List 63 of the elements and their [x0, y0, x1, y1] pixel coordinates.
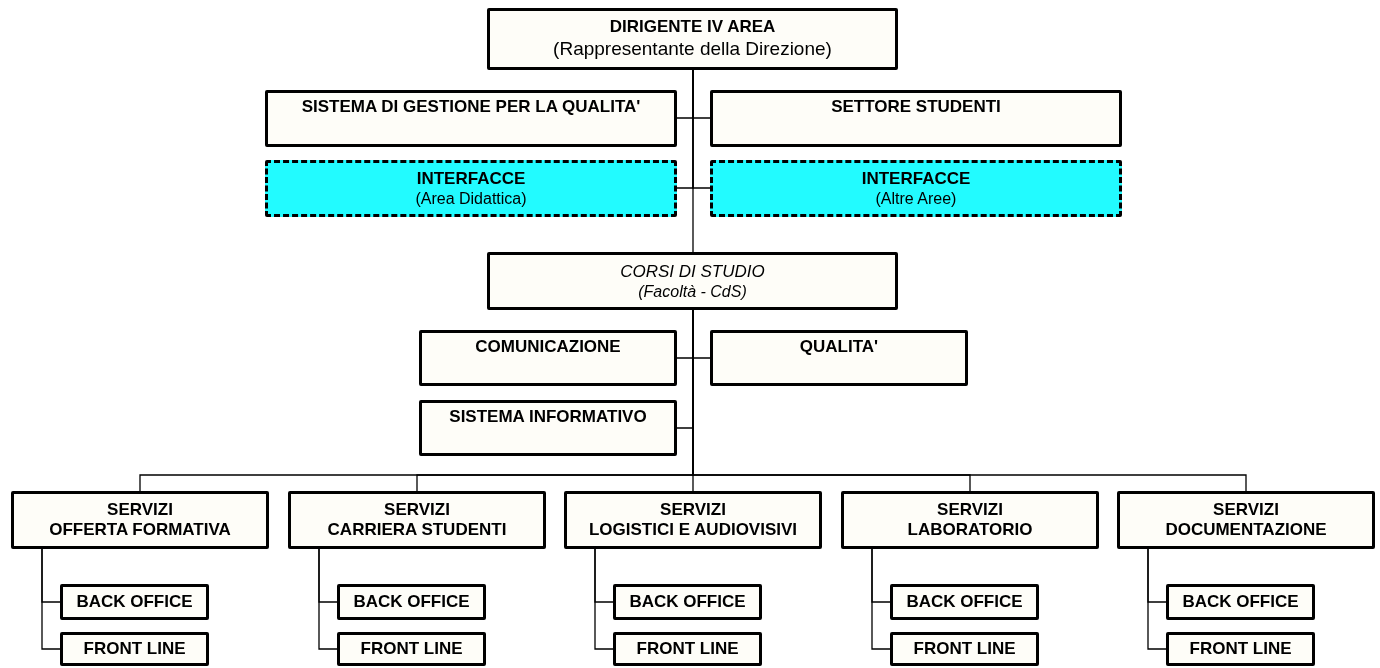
org-box — [890, 584, 1039, 620]
box-title: COMUNICAZIONE — [474, 337, 622, 357]
box-title: DIRIGENTE IV AREA — [608, 17, 777, 37]
org-box — [487, 252, 898, 310]
connector-line — [318, 548, 338, 650]
org-box — [1166, 632, 1315, 666]
connector-line — [41, 548, 61, 650]
org-box — [613, 632, 762, 666]
box-title: SETTORE STUDENTI — [830, 97, 1002, 117]
box-title: SISTEMA DI GESTIONE PER LA QUALITA' — [300, 97, 642, 117]
box-title: BACK OFFICE — [629, 592, 746, 612]
box-title: FRONT LINE — [913, 639, 1016, 659]
box-title: SERVIZI — [383, 500, 451, 520]
box-subtitle: (Altre Aree) — [874, 189, 958, 208]
box-title: SISTEMA INFORMATIVO — [448, 407, 648, 427]
org-box — [841, 491, 1099, 549]
box-title: SERVIZI — [106, 500, 174, 520]
box-title: BACK OFFICE — [76, 592, 193, 612]
box-subtitle: LOGISTICI E AUDIOVISIVI — [587, 520, 799, 540]
org-box — [419, 330, 677, 386]
org-box — [487, 8, 898, 70]
box-title: FRONT LINE — [360, 639, 463, 659]
box-subtitle: CARRIERA STUDENTI — [326, 520, 508, 540]
org-box — [1117, 491, 1375, 549]
connector-line — [692, 69, 694, 253]
org-box — [265, 90, 677, 147]
org-box — [337, 632, 486, 666]
org-box — [564, 491, 822, 549]
box-subtitle: OFFERTA FORMATIVA — [48, 520, 232, 540]
org-box — [265, 160, 677, 217]
org-box — [1166, 584, 1315, 620]
box-title: BACK OFFICE — [906, 592, 1023, 612]
box-title: FRONT LINE — [1189, 639, 1292, 659]
box-subtitle: (Facoltà - CdS) — [637, 281, 748, 301]
box-title: SERVIZI — [1212, 500, 1280, 520]
box-title: CORSI DI STUDIO — [619, 261, 766, 282]
box-title: FRONT LINE — [636, 639, 739, 659]
box-title: INTERFACCE — [415, 169, 527, 189]
org-box — [613, 584, 762, 620]
org-box — [11, 491, 269, 549]
box-subtitle: DOCUMENTAZIONE — [1164, 520, 1328, 540]
box-title: SERVIZI — [659, 500, 727, 520]
box-title: SERVIZI — [936, 500, 1004, 520]
box-subtitle: (Area Didattica) — [414, 189, 528, 208]
org-box — [710, 330, 968, 386]
org-box — [710, 90, 1122, 147]
org-box — [288, 491, 546, 549]
box-title: BACK OFFICE — [353, 592, 470, 612]
connector-line — [871, 548, 891, 650]
box-subtitle: LABORATORIO — [906, 520, 1034, 540]
org-box — [419, 400, 677, 456]
org-box — [337, 584, 486, 620]
org-box — [710, 160, 1122, 217]
org-box — [60, 584, 209, 620]
connector-line — [1147, 548, 1167, 650]
org-box — [60, 632, 209, 666]
box-title: FRONT LINE — [83, 639, 186, 659]
box-title: INTERFACCE — [860, 169, 972, 189]
box-title: QUALITA' — [798, 337, 880, 357]
box-title: BACK OFFICE — [1182, 592, 1299, 612]
connector-line — [594, 548, 614, 650]
org-box — [890, 632, 1039, 666]
box-subtitle: (Rappresentante della Direzione) — [552, 37, 833, 61]
